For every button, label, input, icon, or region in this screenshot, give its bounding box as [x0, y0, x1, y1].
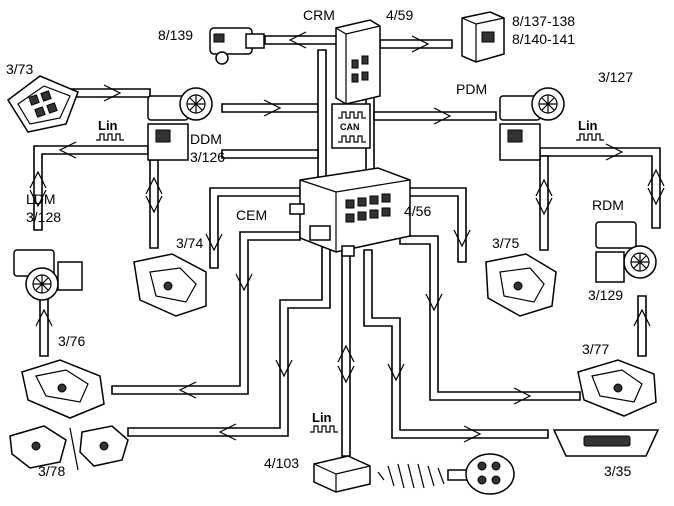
label-3-75: 3/75: [492, 235, 519, 251]
label-8-140-141: 8/140-141: [512, 31, 575, 47]
ddm-motor: [147, 87, 213, 161]
label-3-126: 3/126: [190, 149, 225, 165]
pdm-motor: [499, 87, 565, 161]
switch-panel-3-73: [6, 75, 79, 133]
actuator-8-139: [209, 27, 265, 65]
lin-badge-ddm: [96, 133, 124, 141]
receiver-4-103: [313, 455, 445, 493]
motor-8-137: [461, 11, 505, 63]
lin-label-receiver: Lin: [312, 410, 332, 425]
signal-arrows: [29, 31, 665, 443]
key-fob-icon: [447, 453, 515, 495]
label-3-128: 3/128: [26, 209, 61, 225]
label-3-35: 3/35: [604, 463, 631, 479]
labels: CRM 4/59 8/139 8/137-138 8/140-141 3/73 …: [6, 7, 633, 479]
label-3-77: 3/77: [582, 341, 609, 357]
label-4-56: 4/56: [404, 203, 431, 219]
label-pdm: PDM: [456, 81, 487, 97]
label-8-139: 8/139: [158, 27, 193, 43]
label-ldm: LDM: [26, 191, 56, 207]
tailgate-lock-3-78: [9, 425, 129, 471]
label-cem: CEM: [236, 207, 267, 223]
ldm-motor: [13, 249, 83, 301]
label-3-73: 3/73: [6, 61, 33, 77]
label-3-76: 3/76: [58, 333, 85, 349]
label-4-103: 4/103: [264, 455, 299, 471]
can-bus-symbol: [331, 103, 371, 149]
door-lock-3-75: [485, 253, 557, 317]
label-3-129: 3/129: [588, 287, 623, 303]
label-3-78: 3/78: [38, 463, 65, 479]
label-can: CAN: [340, 122, 360, 132]
tailgate-handle-3-35: [552, 429, 660, 457]
crm-module: [335, 19, 381, 105]
cem-module: [289, 167, 411, 257]
lin-label-pdm: Lin: [578, 118, 598, 133]
label-crm-code: 4/59: [386, 7, 413, 23]
door-lock-3-76: [21, 359, 105, 419]
lin-badge-pdm: [576, 133, 604, 141]
label-rdm: RDM: [592, 197, 624, 213]
door-lock-3-77: [577, 359, 657, 417]
label-ddm: DDM: [190, 131, 222, 147]
lin-badge-receiver: [310, 425, 338, 433]
label-8-137-138: 8/137-138: [512, 13, 575, 29]
label-crm: CRM: [303, 7, 335, 23]
label-3-127: 3/127: [598, 69, 633, 85]
lin-label-ddm: Lin: [98, 118, 118, 133]
label-3-74: 3/74: [176, 235, 203, 251]
door-lock-3-74: [133, 253, 207, 317]
rdm-motor: [595, 221, 657, 283]
